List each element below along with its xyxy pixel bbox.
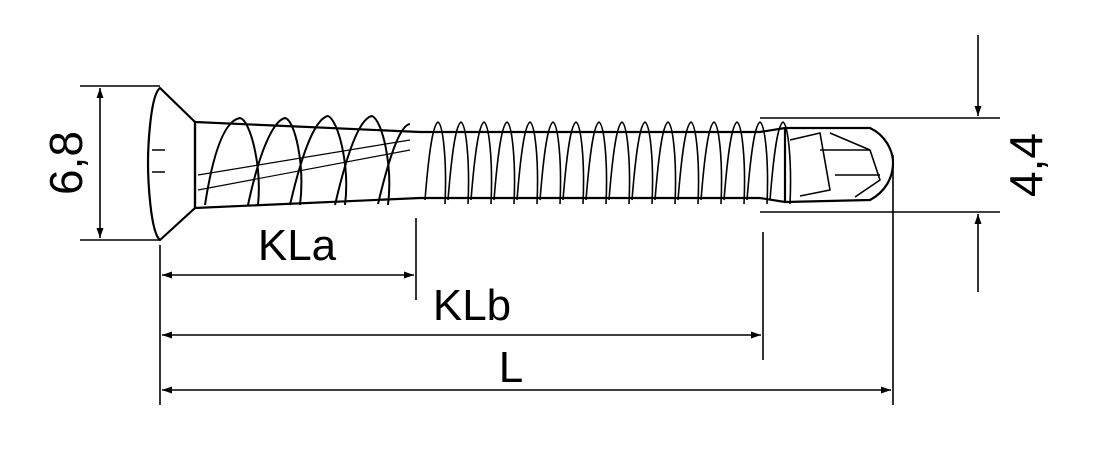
thread-crest xyxy=(539,121,562,205)
head-diameter-label: 6,8 xyxy=(40,131,92,195)
thread-crest xyxy=(493,121,516,205)
drill-tip xyxy=(783,126,895,204)
klb-label: KLb xyxy=(433,281,511,330)
thread-crest xyxy=(516,121,539,205)
thread-crest xyxy=(470,121,493,205)
thread-crest xyxy=(677,121,700,205)
thread-crest xyxy=(562,121,585,205)
thread-crest xyxy=(447,121,470,205)
length-label: L xyxy=(499,343,523,392)
screw-shank xyxy=(194,120,786,210)
coarse-thread xyxy=(197,114,411,206)
dimension-lines xyxy=(80,35,1000,405)
fine-thread xyxy=(424,121,792,205)
thread-crest xyxy=(585,121,608,205)
thread-crest xyxy=(769,121,792,205)
thread-diameter-label: 4,4 xyxy=(1000,133,1052,197)
kla-label: KLa xyxy=(258,221,337,270)
thread-crest xyxy=(654,121,677,205)
thread-crest xyxy=(700,121,723,205)
thread-crest xyxy=(746,121,769,205)
screw-head xyxy=(146,86,197,242)
thread-crest xyxy=(608,121,631,205)
thread-crest xyxy=(631,121,654,205)
thread-crest xyxy=(424,121,447,205)
thread-crest xyxy=(723,121,746,205)
